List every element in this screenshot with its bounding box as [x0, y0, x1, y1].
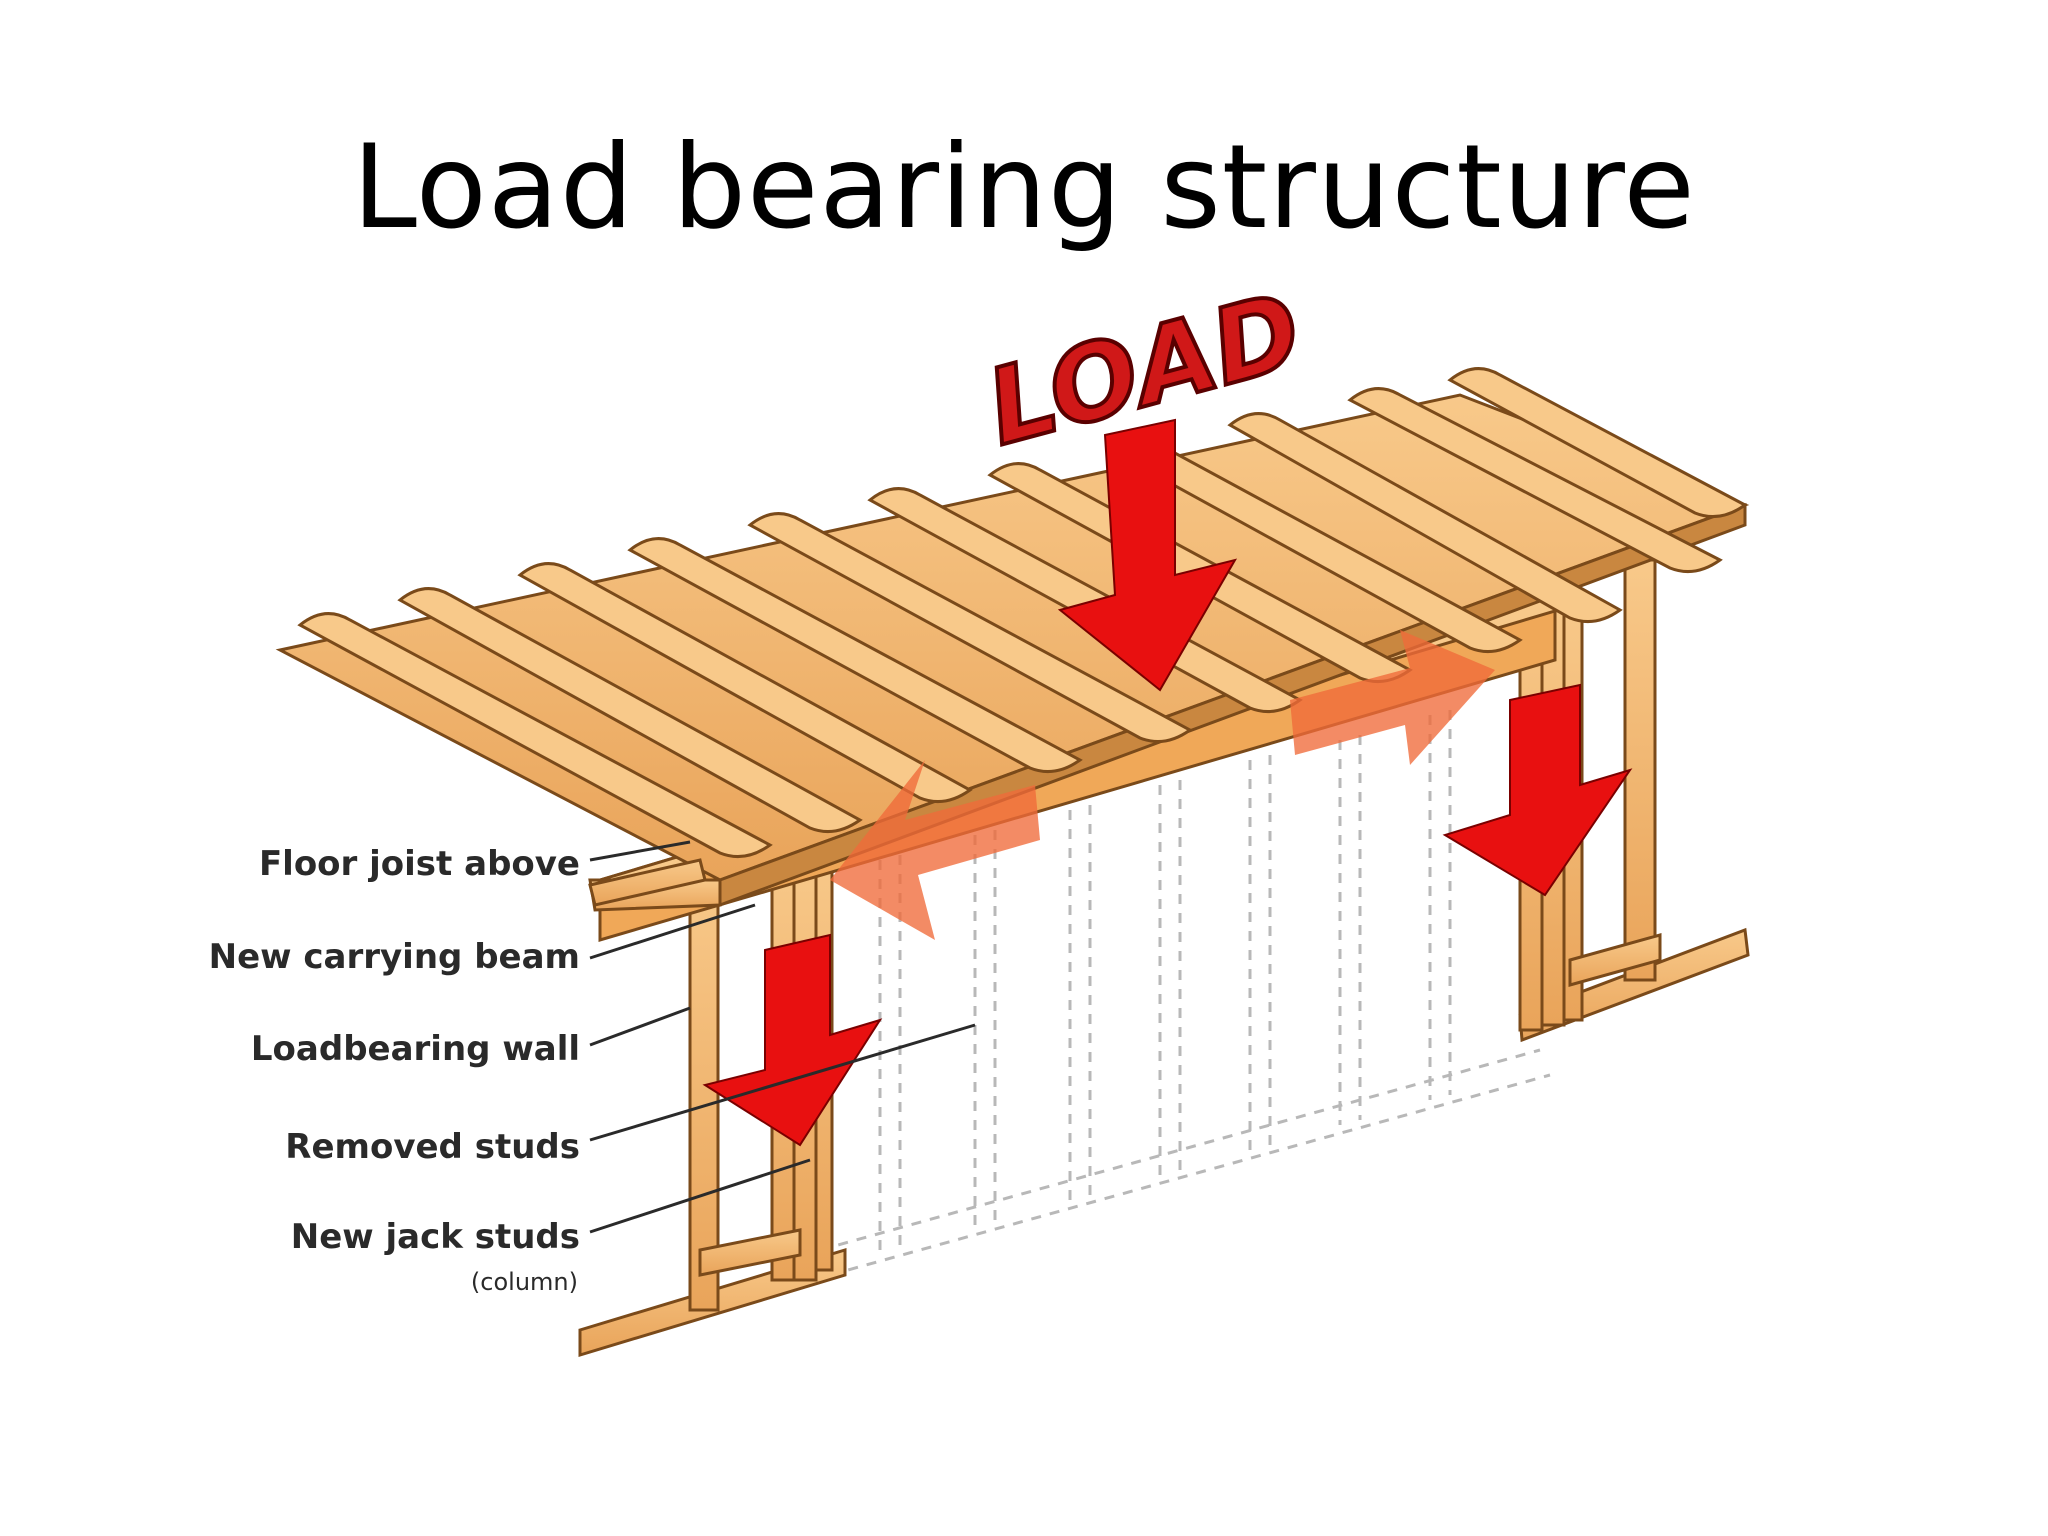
left-transfer-arrow	[830, 760, 1040, 940]
leader-lines	[589, 840, 976, 1234]
right-down-arrow	[1442, 683, 1633, 897]
removed-studs	[819, 710, 1551, 1277]
label-removed-studs: Removed studs	[285, 1127, 580, 1167]
label-loadbearing-wall: Loadbearing wall	[251, 1029, 580, 1069]
label-jack-studs: New jack studs	[291, 1217, 580, 1257]
labels: Floor joist above New carrying beam Load…	[209, 844, 580, 1296]
label-column-note: (column)	[471, 1268, 578, 1296]
label-carrying-beam: New carrying beam	[209, 937, 580, 977]
slide-title: Load bearing structure	[352, 120, 1696, 255]
left-down-arrow	[702, 933, 883, 1147]
front-joist	[588, 858, 707, 907]
right-transfer-arrow	[1290, 630, 1495, 765]
label-floor-joist: Floor joist above	[259, 844, 580, 884]
load-arrow	[1057, 418, 1238, 692]
beam-load-arrows	[830, 630, 1495, 940]
